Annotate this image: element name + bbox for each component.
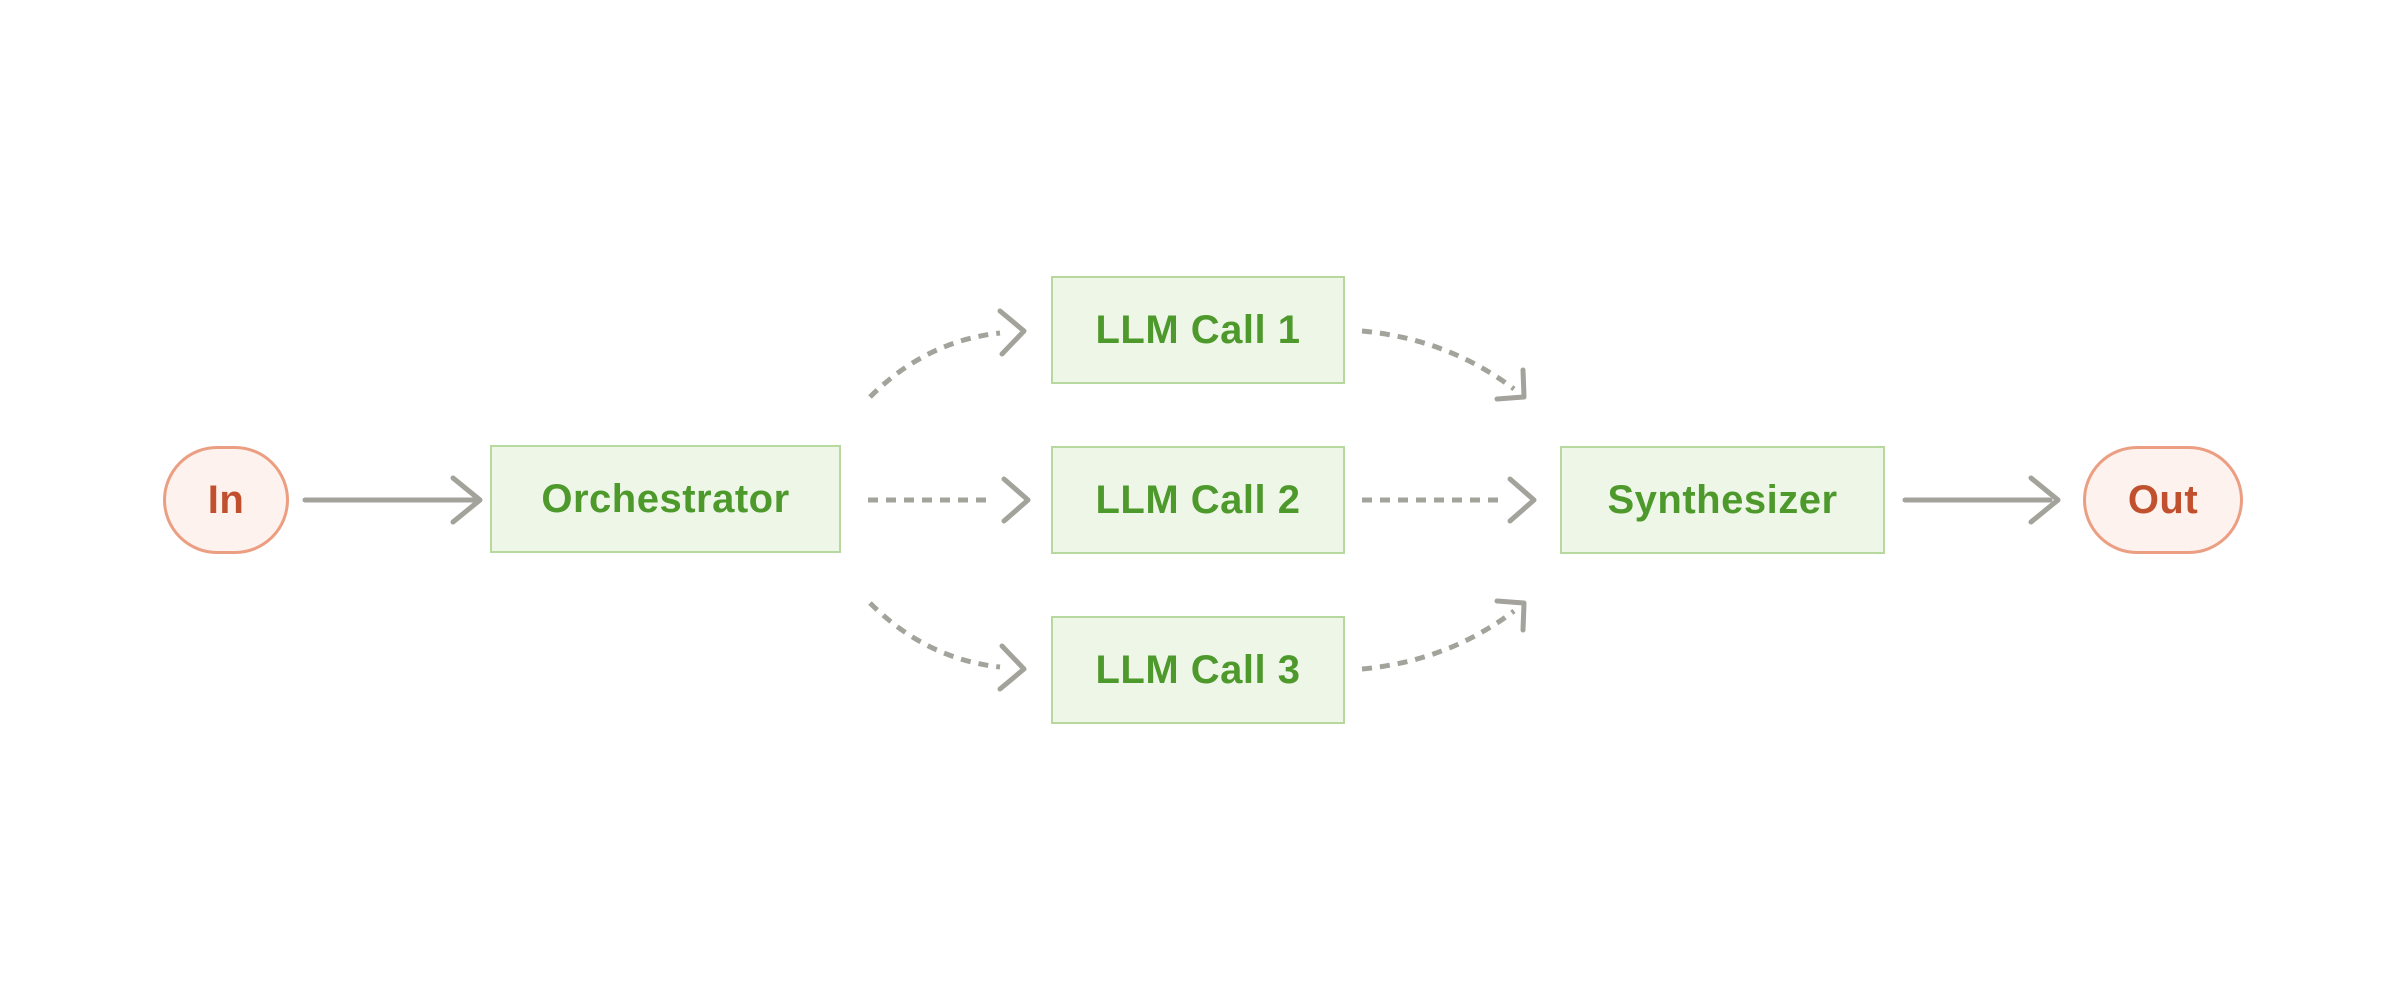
node-out-label: Out: [2127, 477, 2199, 522]
edge-orchestrator-to-llm-call-2: [868, 476, 1031, 524]
node-llm-call-2: LLM Call 2: [1051, 446, 1345, 554]
arrowhead-down-right-icon: [997, 643, 1027, 692]
arrowhead-right-icon: [1001, 476, 1031, 524]
node-llm-call-3-label: LLM Call 3: [1095, 647, 1301, 692]
node-llm-call-1: LLM Call 1: [1051, 276, 1345, 384]
node-out: Out: [2083, 446, 2243, 554]
arrowhead-right-icon: [450, 475, 483, 525]
edge-llm-call-3-to-synthesizer: [1361, 598, 1527, 672]
node-llm-call-2-label: LLM Call 2: [1095, 477, 1301, 522]
edge-llm-call-1-to-synthesizer: [1361, 328, 1527, 402]
node-synthesizer-label: Synthesizer: [1607, 477, 1838, 522]
arrowhead-corner-down-icon: [1494, 367, 1527, 402]
edge-orchestrator-to-llm-call-1: [868, 308, 1027, 399]
node-orchestrator: Orchestrator: [490, 445, 841, 553]
arrowhead-right-icon: [1507, 476, 1537, 524]
node-synthesizer: Synthesizer: [1560, 446, 1885, 554]
node-llm-call-1-label: LLM Call 1: [1095, 307, 1301, 352]
edge-synthesizer-to-out: [1902, 475, 2061, 525]
arrowhead-right-icon: [2028, 475, 2061, 525]
arrowhead-up-right-icon: [997, 308, 1027, 357]
edge-in-to-orchestrator: [302, 475, 483, 525]
node-in: In: [163, 446, 289, 554]
node-llm-call-3: LLM Call 3: [1051, 616, 1345, 724]
edge-llm-call-2-to-synthesizer: [1362, 476, 1537, 524]
node-orchestrator-label: Orchestrator: [541, 476, 790, 521]
arrowhead-corner-up-icon: [1494, 598, 1527, 633]
node-in-label: In: [207, 477, 245, 522]
edge-orchestrator-to-llm-call-3: [868, 601, 1027, 692]
